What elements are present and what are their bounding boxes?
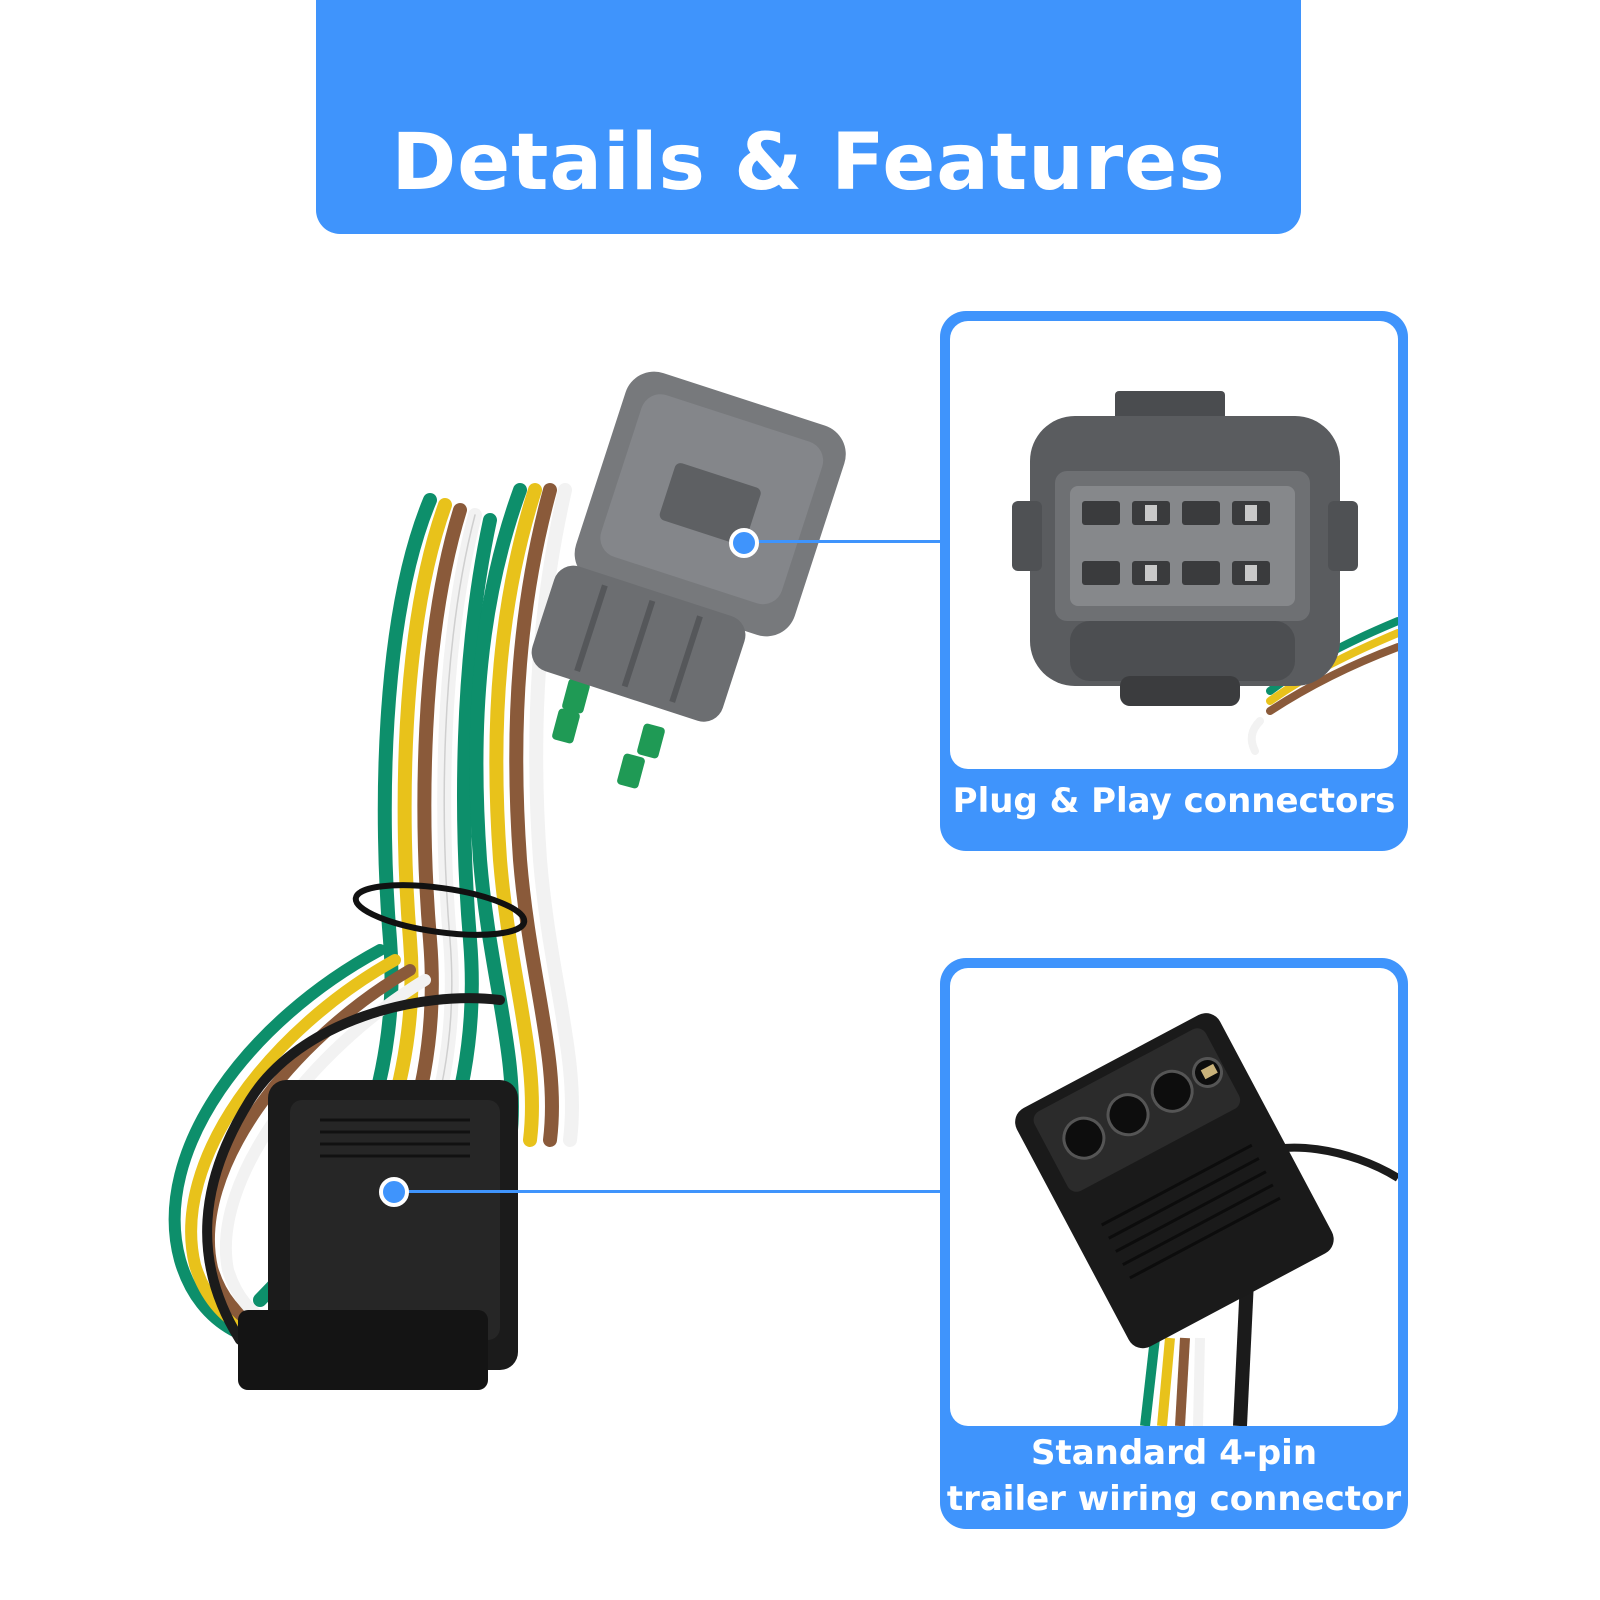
caption-4pin-line1: Standard 4-pin [1030,1433,1318,1473]
callout-dot-top [729,528,759,558]
leader-line-top [752,540,942,543]
callout-panel-4pin: Standard 4-pin trailer wiring connector [940,958,1408,1529]
panel-image-frame [950,321,1398,769]
caption-4pin-line2: trailer wiring connector [946,1479,1402,1519]
gray-connector-closeup-image [1012,391,1398,755]
leader-line-bottom [400,1190,942,1193]
caption-plug-play: Plug & Play connectors [952,781,1396,821]
callout-dot-bottom [379,1177,409,1207]
wiring-harness-image [168,371,846,1390]
callout-panel-plug-play: Plug & Play connectors [940,311,1408,851]
header-banner: Details & Features [316,0,1301,234]
page-title: Details & Features [391,118,1226,208]
panel-image-frame [950,968,1398,1426]
4pin-connector-closeup-image [1015,1013,1398,1426]
